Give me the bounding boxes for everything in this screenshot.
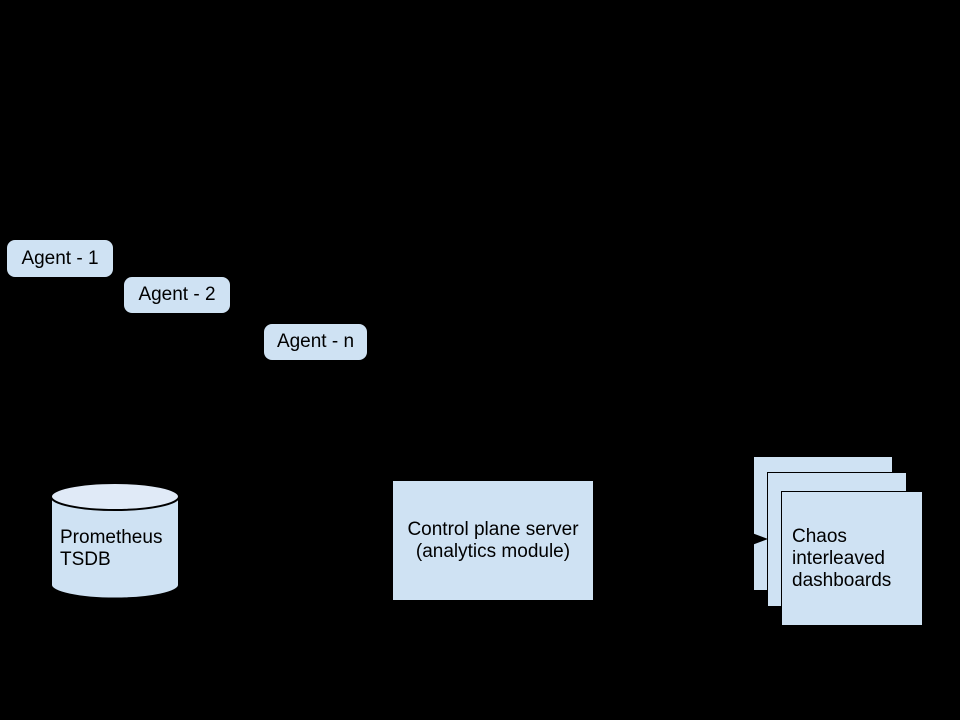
agent-n-node: Agent - n xyxy=(264,324,367,360)
control-plane-node: Control plane server (analytics module) xyxy=(393,481,593,600)
agent-1-node: Agent - 1 xyxy=(7,240,113,277)
prometheus-label: Prometheus TSDB xyxy=(60,527,162,571)
dashboards-label-line2: interleaved xyxy=(792,547,885,569)
agent-2-node: Agent - 2 xyxy=(124,277,230,313)
dashboards-label-line1: Chaos xyxy=(792,525,847,547)
prometheus-label-line1: Prometheus xyxy=(60,527,163,548)
dashboard-card-front: Chaos interleaved dashboards xyxy=(781,491,923,626)
cylinder-top-ellipse xyxy=(50,482,180,511)
agent-n-label: Agent - n xyxy=(276,331,355,352)
dashboards-label-line3: dashboards xyxy=(792,569,892,591)
arrow-to-dashboards xyxy=(593,533,768,545)
control-plane-label-line1: Control plane server xyxy=(407,518,579,540)
prometheus-label-line2: TSDB xyxy=(60,549,111,570)
agent-2-label: Agent - 2 xyxy=(138,284,216,305)
agent-1-label: Agent - 1 xyxy=(21,247,99,269)
control-plane-label-line2: (analytics module) xyxy=(415,540,571,562)
